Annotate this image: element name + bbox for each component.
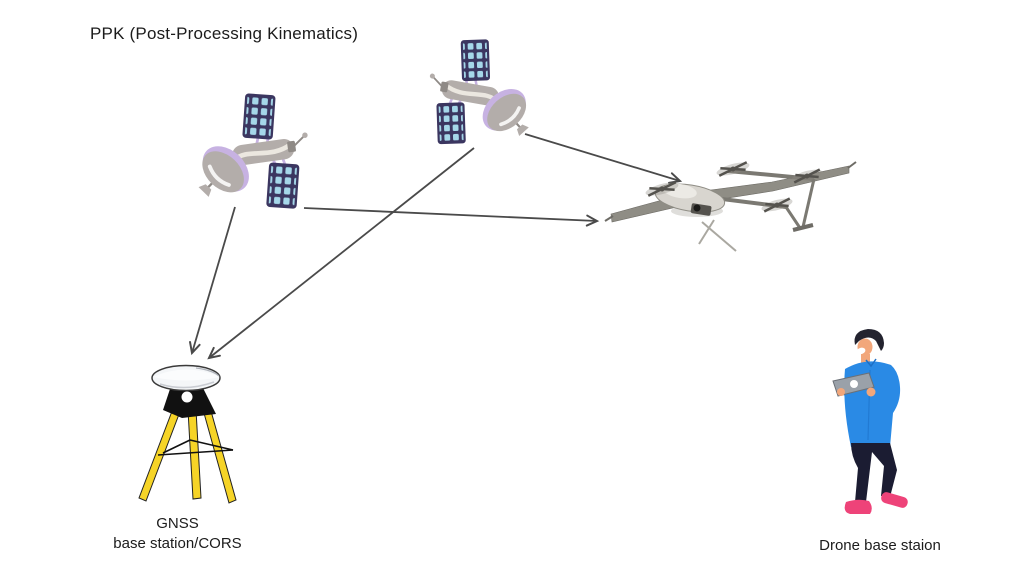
drone-propeller-icon bbox=[716, 161, 750, 177]
gnss-antenna-disc bbox=[151, 364, 221, 392]
operator-pants bbox=[851, 443, 897, 502]
gnss-label-line2: base station/CORS bbox=[113, 535, 242, 552]
tripod-leg bbox=[187, 409, 202, 500]
gnss-label-line1: GNSS bbox=[156, 515, 199, 532]
drone-propeller-icon bbox=[645, 181, 679, 197]
drone-operator bbox=[832, 329, 908, 514]
drone bbox=[604, 161, 857, 252]
operator-shoe bbox=[881, 492, 908, 508]
arrow-satellite1-to-drone bbox=[303, 207, 600, 227]
drone-base-station-label: Drone base staion bbox=[819, 537, 941, 554]
satellite-2 bbox=[419, 32, 554, 160]
drone-propeller-icon bbox=[791, 168, 823, 184]
tripod-mount bbox=[163, 386, 216, 418]
page-title: PPK (Post-Processing Kinematics) bbox=[90, 24, 359, 43]
operator-hair bbox=[854, 329, 884, 351]
operator-jacket bbox=[844, 361, 901, 447]
tripod-brace bbox=[157, 439, 234, 456]
gnss-base-station bbox=[138, 364, 237, 504]
arrow-satellite2-to-drone bbox=[524, 133, 683, 184]
drone-wing bbox=[610, 165, 850, 223]
drone-tail bbox=[792, 223, 814, 232]
tripod-leg bbox=[201, 403, 237, 504]
operator-shoe bbox=[844, 499, 872, 514]
satellite-1 bbox=[175, 87, 318, 222]
drone-propeller-icon bbox=[761, 197, 793, 213]
arrow-satellite2-to-base bbox=[207, 147, 475, 360]
arrow-satellite1-to-base bbox=[189, 206, 236, 356]
drone-boom bbox=[727, 169, 815, 181]
signal-arrows bbox=[189, 133, 683, 360]
gnss-base-station-label: GNSS base station/CORS bbox=[85, 514, 270, 554]
